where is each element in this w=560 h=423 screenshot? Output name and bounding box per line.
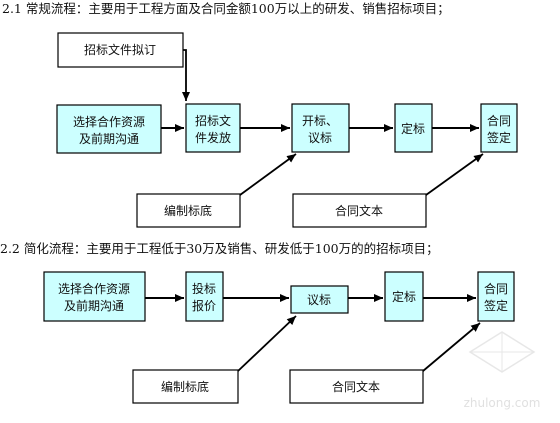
s1-draft-box: 招标文件拟订 — [57, 32, 184, 68]
s2-award-box: 定标 — [384, 271, 424, 322]
s1-base-box: 编制标底 — [136, 193, 241, 228]
s2-bid-label: 议标 — [307, 293, 331, 307]
s2-sign-box: 合同 签定 — [477, 271, 515, 322]
s2-sign-label-1: 合同 — [484, 281, 508, 296]
s1-sign-label-2: 签定 — [487, 130, 511, 145]
s1-base-label: 编制标底 — [164, 203, 212, 218]
s2-select-label-1: 选择合作资源 — [58, 281, 130, 296]
s1-open-label-2: 议标 — [308, 131, 332, 145]
s1-award-label: 定标 — [401, 121, 425, 136]
s1-select-label-2: 及前期沟通 — [79, 131, 139, 146]
s2-arrow-base-to-bid — [237, 315, 297, 372]
s2-award-label: 定标 — [392, 289, 416, 304]
s2-base-label: 编制标底 — [161, 379, 209, 394]
watermark-text: zhulong.com — [464, 396, 541, 410]
s2-bid-box: 议标 — [290, 285, 349, 314]
s2-quote-box: 投标 报价 — [185, 271, 224, 322]
s1-select-label-1: 选择合作资源 — [73, 114, 145, 129]
s2-quote-label-2: 报价 — [192, 298, 216, 313]
s1-open-label-1: 开标、 — [302, 114, 338, 128]
s1-issue-label-2: 件发放 — [195, 130, 231, 145]
s1-issue-box: 招标文 件发放 — [185, 103, 241, 153]
s2-base-box: 编制标底 — [132, 369, 239, 404]
s2-select-label-2: 及前期沟通 — [64, 298, 124, 313]
s1-sign-box: 合同 签定 — [480, 103, 518, 153]
s2-arrow-contract-to-sign — [422, 322, 481, 372]
s1-open-box: 开标、 议标 — [291, 103, 350, 153]
s2-contract-label: 合同文本 — [332, 379, 380, 394]
s2-quote-label-1: 投标 — [192, 281, 216, 296]
s1-arrow-base-to-open — [239, 153, 297, 196]
s2-select-box: 选择合作资源 及前期沟通 — [43, 271, 146, 322]
s2-contract-box: 合同文本 — [289, 369, 424, 404]
s2-sign-label-2: 签定 — [484, 298, 508, 313]
s1-contract-box: 合同文本 — [292, 193, 427, 228]
s1-issue-label-1: 招标文 — [195, 113, 231, 128]
watermark: zhulong.com — [464, 331, 541, 410]
s1-select-box: 选择合作资源 及前期沟通 — [56, 104, 162, 154]
s1-arrow-contract-to-sign — [425, 153, 484, 196]
watermark-logo-icon — [468, 331, 536, 373]
s1-draft-label: 招标文件拟订 — [84, 42, 156, 57]
s1-arrow-draft-to-issue — [182, 49, 190, 101]
s1-award-box: 定标 — [394, 103, 433, 153]
section2-heading: 2.2 简化流程：主要用于工程低于30万及销售、研发低于100万的的招标项目； — [0, 241, 439, 256]
section1-heading: 2.1 常规流程：主要用于工程方面及合同金额100万以上的研发、销售招标项目； — [2, 1, 450, 16]
s1-contract-label: 合同文本 — [335, 203, 383, 218]
s1-sign-label-1: 合同 — [487, 113, 511, 128]
